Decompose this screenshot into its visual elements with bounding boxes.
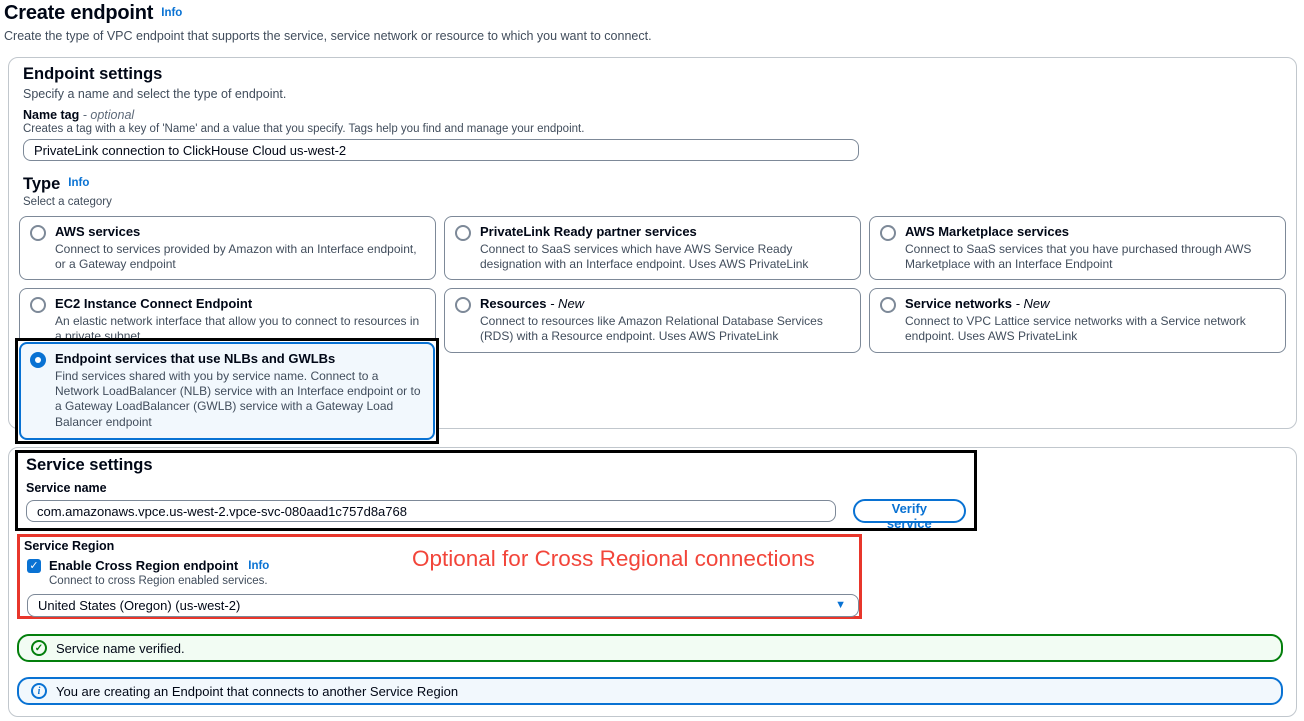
tile-text: EC2 Instance Connect Endpoint An elastic…: [55, 296, 423, 344]
tile-text: Service networks - New Connect to VPC La…: [905, 296, 1273, 344]
success-check-icon: ✓: [31, 640, 47, 656]
tile-description: Connect to VPC Lattice service networks …: [905, 313, 1246, 344]
tile-text: Resources - New Connect to resources lik…: [480, 296, 848, 344]
radio-unselected-icon[interactable]: [30, 297, 46, 314]
tile-title: EC2 Instance Connect Endpoint: [55, 296, 253, 312]
service-name-input[interactable]: [26, 500, 836, 522]
tile-title-text: Service networks: [905, 296, 1012, 312]
tile-title-text: Resources: [480, 296, 547, 312]
tile-title: Service networks - New: [905, 296, 1273, 312]
name-tag-label-text: Name tag: [23, 108, 80, 122]
endpoint-settings-subtitle: Specify a name and select the type of en…: [23, 87, 287, 101]
page-title-info-link[interactable]: Info: [161, 7, 183, 19]
tile-title: Resources - New: [480, 296, 848, 312]
name-tag-label: Name tag - optional: [23, 108, 134, 122]
info-circle-icon: i: [31, 683, 47, 699]
cross-region-description: Connect to cross Region enabled services…: [49, 575, 268, 587]
tile-description: Connect to resources like Amazon Relatio…: [480, 313, 823, 344]
service-region-label: Service Region: [24, 539, 115, 553]
page-subtitle: Create the type of VPC endpoint that sup…: [4, 29, 652, 43]
chevron-down-icon: ▼: [835, 599, 846, 611]
verify-service-button[interactable]: Verify service: [852, 499, 966, 531]
cross-region-checkbox-label: Enable Cross Region endpoint: [49, 558, 239, 573]
tile-title: AWS Marketplace services: [905, 224, 1070, 239]
tile-title: Endpoint services that use NLBs and GWLB…: [55, 351, 336, 366]
type-options-grid: AWS services Connect to services provide…: [19, 216, 1286, 353]
success-alert-text: Service name verified.: [56, 640, 185, 656]
type-option-aws-services[interactable]: AWS services Connect to services provide…: [19, 216, 436, 281]
success-alert: ✓ Service name verified.: [17, 634, 1283, 662]
annotation-rectangle-selected-type: Endpoint services that use NLBs and GWLB…: [15, 338, 439, 445]
info-alert: i You are creating an Endpoint that conn…: [17, 677, 1283, 705]
type-option-resources[interactable]: Resources - New Connect to resources lik…: [444, 288, 861, 353]
type-option-marketplace[interactable]: AWS Marketplace services Connect to SaaS…: [869, 216, 1286, 281]
type-label-text: Type: [23, 175, 61, 193]
service-settings-card: Service settings Service name Verify ser…: [8, 447, 1297, 717]
tile-description: Connect to services provided by Amazon w…: [55, 241, 417, 271]
radio-unselected-icon[interactable]: [880, 225, 896, 241]
checkmark-icon: ✓: [29, 559, 39, 572]
region-select-value: United States (Oregon) (us-west-2): [38, 598, 241, 613]
radio-unselected-icon[interactable]: [880, 297, 896, 314]
tile-text: Endpoint services that use NLBs and GWLB…: [55, 351, 421, 430]
service-name-row: Verify service: [26, 499, 966, 531]
red-annotation-text: Optional for Cross Regional connections: [412, 546, 815, 571]
cross-region-info-link[interactable]: Info: [248, 559, 270, 572]
name-tag-description: Creates a tag with a key of 'Name' and a…: [23, 123, 585, 135]
tile-description: Connect to SaaS services which have AWS …: [480, 241, 809, 271]
service-name-label: Service name: [26, 481, 107, 495]
info-alert-text: You are creating an Endpoint that connec…: [56, 683, 459, 699]
tile-text: AWS services Connect to services provide…: [55, 224, 423, 272]
type-option-service-networks[interactable]: Service networks - New Connect to VPC La…: [869, 288, 1286, 353]
radio-unselected-icon[interactable]: [30, 225, 46, 241]
tile-text: AWS Marketplace services Connect to SaaS…: [905, 224, 1273, 272]
radio-selected-icon[interactable]: [30, 352, 46, 368]
page-title: Create endpoint: [4, 2, 154, 24]
tile-new-suffix: - New: [550, 296, 585, 312]
cross-region-checkbox[interactable]: ✓: [27, 558, 41, 573]
page-header: Create endpoint Info: [4, 2, 182, 25]
tile-title: PrivateLink Ready partner services: [480, 224, 697, 239]
tile-title: AWS services: [55, 224, 141, 239]
name-tag-optional-suffix: - optional: [82, 108, 135, 122]
type-description: Select a category: [23, 196, 112, 208]
type-option-endpoint-services-nlb-gwlb[interactable]: Endpoint services that use NLBs and GWLB…: [19, 342, 435, 441]
endpoint-settings-title: Endpoint settings: [23, 65, 163, 83]
type-info-link[interactable]: Info: [68, 177, 90, 189]
tile-text: PrivateLink Ready partner services Conne…: [480, 224, 848, 272]
radio-unselected-icon[interactable]: [455, 297, 471, 314]
tile-description: Find services shared with you by service…: [55, 368, 421, 429]
type-label: Type Info: [23, 175, 89, 194]
cross-region-checkbox-row: ✓ Enable Cross Region endpoint Info: [27, 558, 853, 573]
annotation-rectangle-service-region: Service Region ✓ Enable Cross Region end…: [17, 534, 862, 619]
service-settings-title: Service settings: [26, 456, 153, 474]
tile-description: Connect to SaaS services that you have p…: [905, 241, 1252, 271]
tile-new-suffix: - New: [1015, 296, 1050, 312]
region-select[interactable]: United States (Oregon) (us-west-2) ▼: [27, 594, 859, 617]
radio-unselected-icon[interactable]: [455, 225, 471, 241]
endpoint-settings-card: Endpoint settings Specify a name and sel…: [8, 57, 1297, 445]
type-option-privatelink-partner[interactable]: PrivateLink Ready partner services Conne…: [444, 216, 861, 281]
annotation-rectangle-service-settings: Service settings Service name Verify ser…: [15, 450, 977, 531]
name-tag-input[interactable]: [23, 139, 859, 161]
